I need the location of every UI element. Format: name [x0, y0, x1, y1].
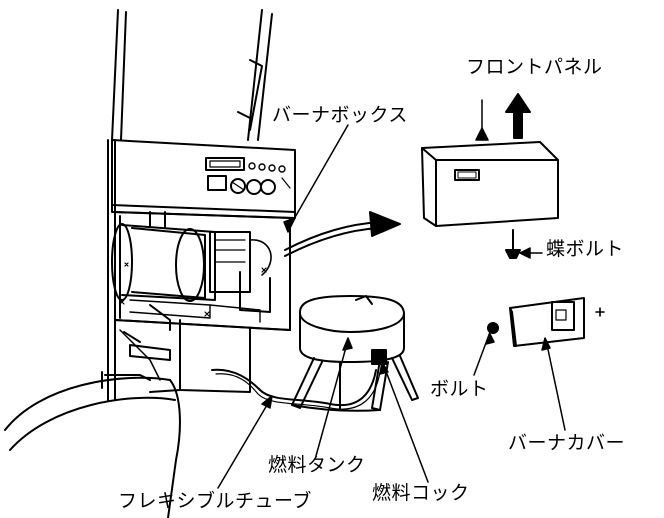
flexible-tube-part	[211, 368, 381, 410]
flexible-tube-leader	[217, 399, 271, 489]
fuel-cock-label: 燃料コック	[372, 482, 470, 504]
fuel-cock-leader	[383, 365, 429, 483]
burner-cover-part	[487, 297, 605, 347]
removal-arrow	[284, 211, 401, 257]
burner-box-label: バーナボックス	[272, 104, 408, 126]
front-panel-label: フロントパネル	[466, 56, 603, 78]
unit-frame	[107, 9, 273, 401]
butterfly-bolt-part	[505, 229, 521, 259]
flexible-tube-label: フレキシブルチューブ	[118, 490, 312, 512]
front-panel-part	[421, 93, 559, 227]
fuel-tank-label: 燃料タンク	[268, 454, 366, 476]
burner-cover-leader	[545, 339, 566, 431]
leader-lines	[217, 99, 566, 489]
bolt-label: ボルト	[430, 378, 489, 400]
machine-base	[4, 371, 181, 518]
burner-cover-label: バーナカバー	[508, 432, 626, 454]
fuel-tank-leader	[315, 339, 349, 457]
burner-box	[111, 211, 291, 393]
burner-box-leader	[289, 124, 349, 227]
control-panel	[111, 139, 296, 219]
fuel-tank-part	[291, 295, 419, 412]
butterfly-bolt-label: 蝶ボルト	[546, 238, 625, 260]
